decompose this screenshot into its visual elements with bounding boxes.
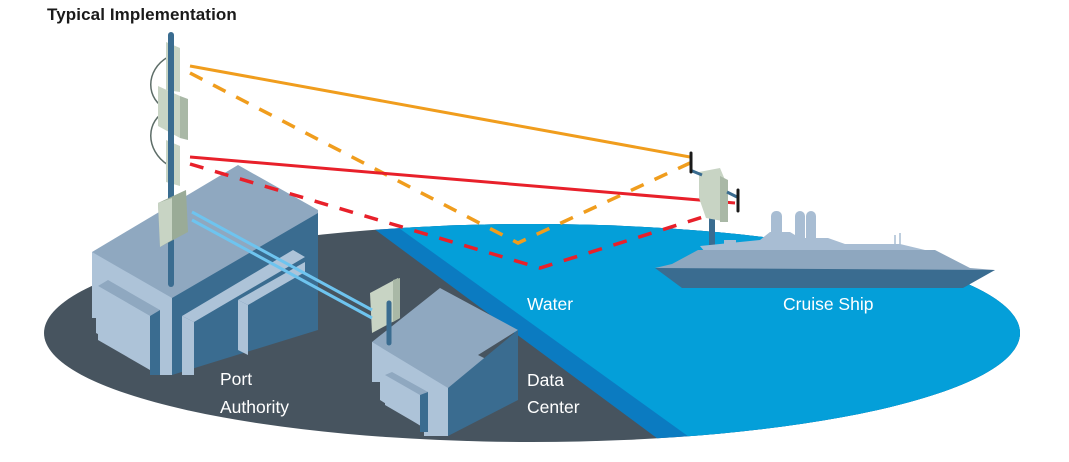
dc-wing-side — [420, 390, 428, 432]
building-pillar — [160, 304, 172, 375]
building-wing-side — [150, 310, 160, 375]
label-data-center: Data Center — [527, 370, 580, 417]
label-cruise-ship: Cruise Ship — [783, 294, 873, 314]
label-center: Center — [527, 397, 580, 417]
red-reflected-link — [189, 162, 736, 270]
building-fin-1 — [182, 250, 305, 322]
tower-base-antenna-front — [158, 198, 172, 247]
dc-antenna-side — [393, 278, 400, 322]
ship-funnel-2 — [795, 211, 805, 246]
ship-funnel-1 — [771, 211, 782, 239]
label-port: Port — [220, 369, 252, 389]
data-center-building — [370, 278, 518, 436]
dc-wing-top — [385, 372, 428, 395]
label-water: Water — [527, 294, 573, 314]
building-wing-top — [98, 280, 160, 316]
ship-funnel-3 — [806, 211, 816, 246]
building-right-face — [172, 213, 318, 375]
building-fin-1-face — [182, 316, 194, 375]
radio-tower — [150, 32, 188, 287]
building-wing-face — [98, 286, 150, 370]
orange-reflected-link — [189, 71, 691, 245]
tower-antenna-2-side — [180, 96, 188, 140]
red-direct-link — [189, 155, 736, 205]
building-fin-2-face — [238, 300, 248, 355]
label-data: Data — [527, 370, 564, 390]
diagram-title: Typical Implementation — [47, 5, 237, 24]
ship-antenna-side — [720, 176, 728, 222]
port-authority-building — [92, 165, 318, 375]
label-port-authority: Port Authority — [220, 369, 289, 417]
orange-direct-link — [189, 64, 691, 159]
label-authority: Authority — [220, 397, 289, 417]
dc-right-face — [448, 330, 518, 436]
ship-hull-lower — [655, 268, 995, 288]
wireless-links — [189, 64, 736, 270]
ship-radar — [724, 240, 736, 244]
fiber-link — [191, 210, 373, 320]
cruise-ship — [655, 151, 995, 288]
dc-antenna-panel — [370, 278, 400, 333]
ship-antenna-arm-2 — [726, 190, 738, 199]
